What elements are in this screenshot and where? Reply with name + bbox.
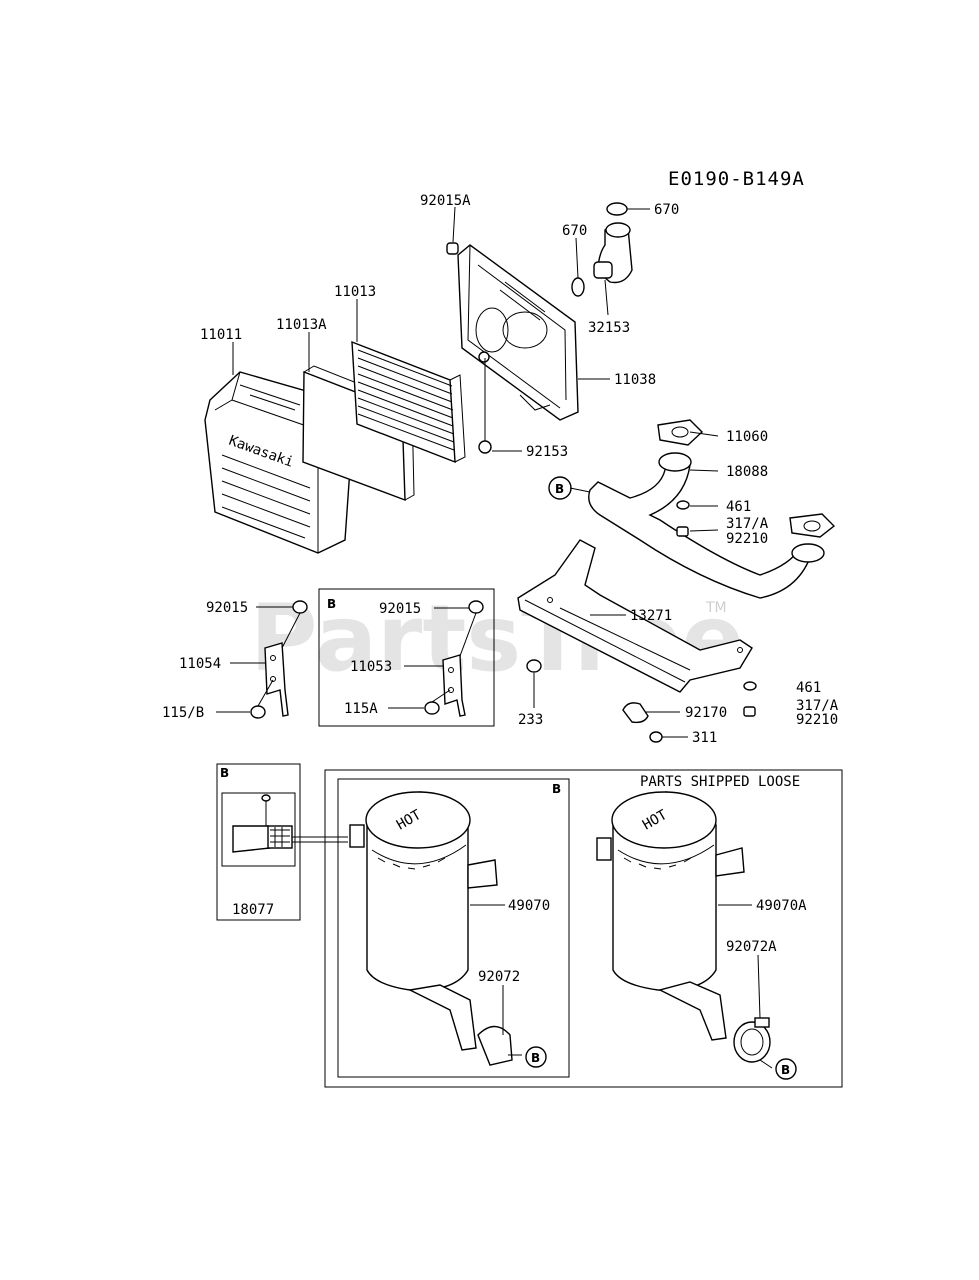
label-11038[interactable]: 11038 — [614, 372, 656, 388]
nut-317A-upper[interactable] — [676, 526, 689, 537]
bracket-11053[interactable] — [442, 654, 466, 717]
nut-92015-box[interactable] — [468, 600, 484, 614]
label-49070A[interactable]: 49070A — [756, 898, 807, 914]
elbow-pipe[interactable] — [593, 222, 633, 284]
nut-311[interactable] — [649, 731, 663, 743]
svg-text:B: B — [555, 482, 564, 496]
gasket-11060[interactable] — [657, 419, 704, 446]
gasket-right[interactable] — [789, 513, 836, 538]
label-92170[interactable]: 92170 — [685, 705, 727, 721]
nut-461-upper[interactable] — [676, 500, 690, 510]
spark-arrester[interactable] — [221, 792, 296, 867]
o-ring-left[interactable] — [571, 277, 585, 297]
air-filter-element[interactable] — [351, 340, 466, 464]
label-115A[interactable]: 115A — [344, 701, 378, 717]
nut-92015A[interactable] — [446, 242, 459, 255]
section-box-muffler — [337, 778, 570, 1078]
exhaust-pipe[interactable] — [588, 452, 825, 599]
o-ring-top[interactable] — [606, 202, 628, 216]
bolt-115A[interactable] — [424, 701, 440, 715]
label-18088[interactable]: 18088 — [726, 464, 768, 480]
label-11054[interactable]: 11054 — [179, 656, 221, 672]
air-cleaner-base[interactable] — [457, 244, 579, 421]
part-number-labels: 92015A 670 670 32153 11013 11013A 11011 … — [162, 193, 839, 985]
label-92072A[interactable]: 92072A — [726, 939, 777, 955]
leader-lines — [216, 206, 773, 1069]
bracket-11054[interactable] — [264, 642, 289, 717]
label-49070[interactable]: 49070 — [508, 898, 550, 914]
label-317A-upper[interactable]: 317/A — [726, 516, 769, 532]
label-115B[interactable]: 115/B — [162, 705, 204, 721]
label-311[interactable]: 311 — [692, 730, 717, 746]
label-11053[interactable]: 11053 — [350, 659, 392, 675]
svg-text:B: B — [781, 1063, 790, 1077]
bolt-233[interactable] — [526, 659, 542, 673]
label-92015-box[interactable]: 92015 — [379, 601, 421, 617]
label-461-lower[interactable]: 461 — [796, 680, 821, 696]
bolt-115B[interactable] — [250, 705, 266, 719]
label-11013A[interactable]: 11013A — [276, 317, 327, 333]
clamp-92072A[interactable] — [733, 1017, 771, 1063]
label-11013[interactable]: 11013 — [334, 284, 376, 300]
nut-461-lower[interactable] — [743, 681, 757, 691]
muffler-49070[interactable]: HOT — [349, 791, 498, 1051]
label-92210-upper[interactable]: 92210 — [726, 531, 768, 547]
nut-317A-lower[interactable] — [743, 706, 756, 717]
section-box-muffler-letter: B — [552, 782, 561, 796]
watermark-tm: TM — [705, 600, 727, 616]
label-13271[interactable]: 13271 — [630, 608, 672, 624]
muffler-heat-shield[interactable] — [517, 539, 753, 693]
section-box-brackets — [318, 588, 495, 727]
parts-shipped-loose-title: PARTS SHIPPED LOOSE — [640, 774, 800, 790]
label-92210-lower[interactable]: 92210 — [796, 712, 838, 728]
clamp-92170[interactable] — [622, 702, 649, 724]
callout-b-49070A: B — [775, 1058, 797, 1080]
label-92072[interactable]: 92072 — [478, 969, 520, 985]
label-670-top[interactable]: 670 — [654, 202, 679, 218]
muffler-49070A[interactable]: HOT — [596, 791, 745, 1041]
label-92015A[interactable]: 92015A — [420, 193, 471, 209]
label-11011[interactable]: 11011 — [200, 327, 242, 343]
label-461-upper[interactable]: 461 — [726, 499, 751, 515]
bolt-92153[interactable] — [478, 358, 492, 454]
label-11060[interactable]: 11060 — [726, 429, 768, 445]
nut-92015-left[interactable] — [292, 600, 308, 614]
label-92153[interactable]: 92153 — [526, 444, 568, 460]
label-233[interactable]: 233 — [518, 712, 543, 728]
label-670-left[interactable]: 670 — [562, 223, 587, 239]
callout-b-exhaust: B — [548, 476, 572, 500]
callout-b-49070: B — [525, 1046, 547, 1068]
section-box-brackets-letter: B — [327, 597, 336, 611]
label-92015-left[interactable]: 92015 — [206, 600, 248, 616]
label-317A-lower[interactable]: 317/A — [796, 698, 839, 714]
svg-text:B: B — [531, 1051, 540, 1065]
diagram-code: E0190-B149A — [668, 168, 805, 190]
section-box-18077-letter: B — [220, 766, 229, 780]
parts-shipped-loose-box — [324, 769, 843, 1088]
label-18077[interactable]: 18077 — [232, 902, 274, 918]
clamp-92072[interactable] — [477, 1025, 513, 1066]
label-32153[interactable]: 32153 — [588, 320, 630, 336]
